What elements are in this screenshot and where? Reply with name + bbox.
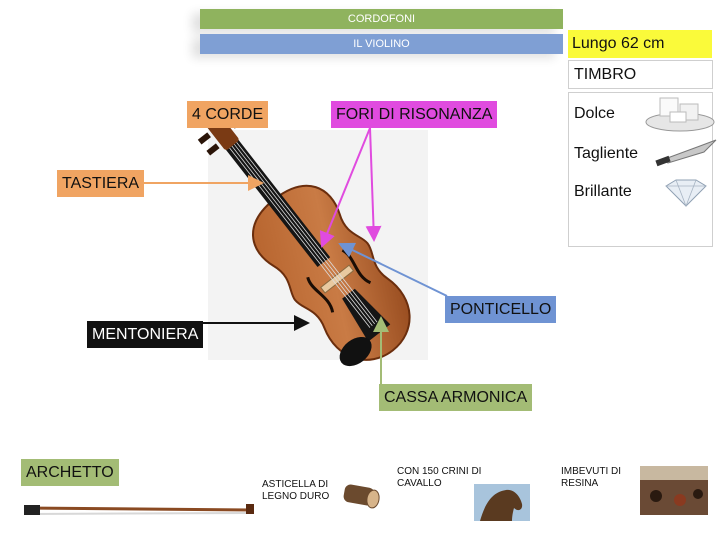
category-title: CORDOFONI	[347, 13, 416, 25]
bow-illustration	[23, 504, 254, 515]
length-label: Lungo 62 cm	[568, 30, 712, 58]
timbre-tagliente: Tagliente	[574, 145, 639, 162]
timbre-panel: Dolce Tagliente Brillante	[568, 92, 713, 247]
timbre-brillante: Brillante	[574, 183, 632, 200]
soundbox-label: CASSA ARMONICA	[379, 384, 533, 411]
instrument-title: IL VIOLINO	[353, 38, 410, 50]
resin-image	[640, 466, 708, 515]
bow-hair-text: CON 150 CRINI DI CAVALLO	[397, 466, 482, 489]
horse-image	[474, 484, 530, 521]
timbre-dolce: Dolce	[574, 105, 615, 122]
fingerboard-label: TASTIERA	[57, 170, 145, 197]
sound-hole-arrow-right	[365, 127, 382, 242]
sound-holes-label: FORI DI RISONANZA	[331, 101, 498, 128]
knife-icon	[655, 139, 717, 167]
sound-hole-arrow-left	[319, 127, 371, 248]
timbre-title: TIMBRO	[568, 60, 713, 89]
bridge-label: PONTICELLO	[445, 296, 557, 323]
bow-resin-text: IMBEVUTI DI RESINA	[561, 466, 622, 489]
wood-log-icon	[343, 484, 380, 509]
category-bar: CORDOFONI	[200, 9, 563, 29]
bow-label: ARCHETTO	[21, 459, 119, 486]
strings-label: 4 CORDE	[187, 101, 269, 128]
sugar-cubes-icon	[645, 97, 715, 132]
bow-stick-text: ASTICELLA DI LEGNO DURO	[262, 479, 330, 502]
bridge-arrow	[338, 242, 448, 297]
diamond-icon	[665, 179, 707, 208]
chinrest-label: MENTONIERA	[87, 321, 204, 348]
instrument-bar: IL VIOLINO	[200, 34, 563, 54]
